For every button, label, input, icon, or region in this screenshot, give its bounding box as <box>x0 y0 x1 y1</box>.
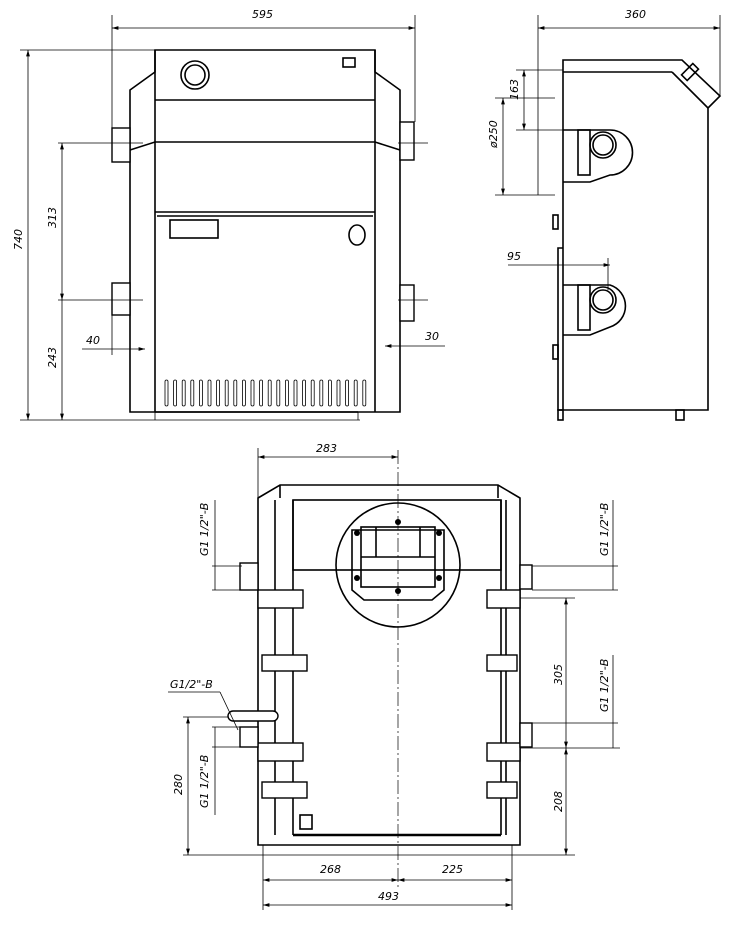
top-frame <box>292 499 502 571</box>
grille-slot <box>276 379 281 407</box>
thread-label-right-top: G1 1/2"-B <box>598 503 611 556</box>
grille-slot <box>336 379 341 407</box>
grille-slot <box>353 379 358 407</box>
grille-slot <box>198 379 203 407</box>
dim-flue-diameter: ø250 <box>487 120 500 149</box>
grille-slot <box>241 379 246 407</box>
grille-slot <box>319 379 324 407</box>
grille-slot <box>216 379 221 407</box>
bottom-view: 283 268 225 493 280 305 208 G1 1/2"-B G1… <box>168 442 620 910</box>
right-upper-fitting <box>519 564 533 590</box>
grille-slot <box>164 379 169 407</box>
nameplate <box>169 219 219 239</box>
right-upper-pipe <box>399 121 415 161</box>
grille-slot <box>345 379 350 407</box>
dim-right-offset: 30 <box>425 330 439 343</box>
grille-slot <box>181 379 186 407</box>
thread-label-left-bottom: G1 1/2"-B <box>198 755 211 808</box>
right-lower-fitting <box>519 722 533 748</box>
grille-slot <box>267 379 272 407</box>
side-body-outline <box>557 59 722 411</box>
thread-label-small: G1/2"-B <box>170 678 213 691</box>
bracket <box>486 654 518 672</box>
dim-height: 740 <box>12 229 25 250</box>
grille-slot <box>302 379 307 407</box>
grille-slot <box>190 379 195 407</box>
bracket <box>257 589 304 609</box>
small-thread-fitting <box>227 710 279 722</box>
grille-slot <box>224 379 229 407</box>
indicator-square <box>342 57 356 68</box>
dim-upper-pipe: 313 <box>46 207 59 228</box>
grille-slot <box>259 379 264 407</box>
bracket <box>261 654 308 672</box>
bracket <box>261 781 308 799</box>
bolt-icon <box>436 575 442 581</box>
dim-pipe-offset: 95 <box>507 250 521 263</box>
knob-icon <box>348 224 366 246</box>
dim-flue-center: 283 <box>316 442 337 455</box>
right-lower-pipe <box>399 284 415 322</box>
left-lower-pipe <box>111 282 131 316</box>
grille-slot <box>173 379 178 407</box>
grille-slot <box>327 379 332 407</box>
bolt-icon <box>354 575 360 581</box>
dim-right-part: 225 <box>442 863 463 876</box>
flue-outlet-upper <box>563 129 634 183</box>
dim-flue-top: 163 <box>508 79 521 100</box>
dim-width: 595 <box>252 8 273 21</box>
bracket <box>257 742 304 762</box>
dim-left-offset: 40 <box>86 334 100 347</box>
ventilation-grille <box>164 379 367 407</box>
grille-slot <box>284 379 289 407</box>
thread-label-left-top: G1 1/2"-B <box>198 503 211 556</box>
side-view: 360 163 ø250 95 <box>487 8 722 421</box>
dim-lower-pipe: 243 <box>46 347 59 368</box>
bolt-icon <box>436 530 442 536</box>
bolt-icon <box>354 530 360 536</box>
bracket <box>486 742 521 762</box>
dim-right-lower: 208 <box>552 791 565 812</box>
dim-total-width: 493 <box>378 890 399 903</box>
left-upper-pipe <box>111 127 131 163</box>
grille-slot <box>293 379 298 407</box>
lower-connection-icon <box>589 286 617 314</box>
bracket <box>486 781 518 799</box>
bracket <box>486 589 521 609</box>
upper-connection-icon <box>589 131 617 159</box>
dim-left-height: 280 <box>172 774 185 795</box>
dim-right-span: 305 <box>552 664 565 685</box>
front-view: 595 740 313 243 40 30 <box>12 8 445 421</box>
left-lower-fitting <box>239 726 259 748</box>
dim-depth: 360 <box>625 8 646 21</box>
grille-slot <box>362 379 367 407</box>
thread-label-right-bottom: G1 1/2"-B <box>598 659 611 712</box>
left-upper-fitting <box>239 562 259 591</box>
grille-slot <box>250 379 255 407</box>
grille-slot <box>233 379 238 407</box>
grille-slot <box>310 379 315 407</box>
grille-slot <box>207 379 212 407</box>
sight-glass-icon <box>180 60 210 90</box>
flue-outlet-lower <box>563 284 627 336</box>
dim-left-part: 268 <box>320 863 341 876</box>
